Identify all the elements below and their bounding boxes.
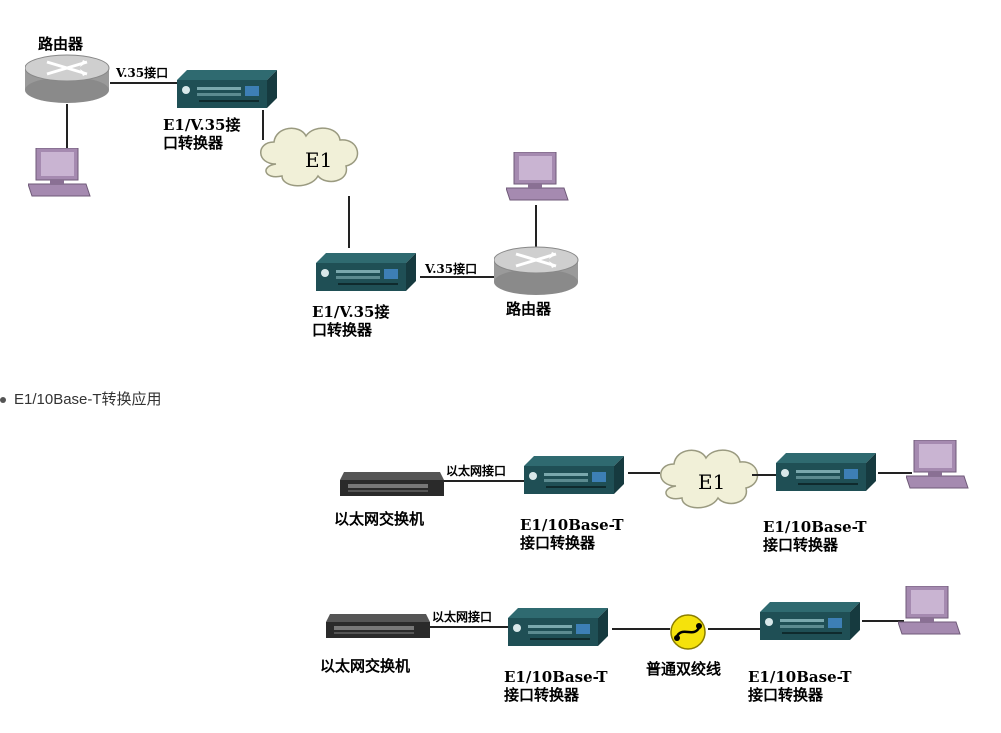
converter-a-label-1: E1/V.35接 — [163, 116, 241, 134]
converter-right-label-middle-2: 接口转换器 — [763, 536, 839, 554]
converter-b-label-1: E1/V.35接 — [312, 303, 390, 321]
converter-b-router-link — [420, 276, 498, 278]
section-caption: E1/10Base-T转换应用 — [0, 388, 162, 409]
converter-right-icon-middle — [776, 453, 876, 491]
switch-icon-bottom — [326, 614, 430, 638]
twisted-pair-connector-icon — [670, 614, 706, 650]
converter-pc-link-middle — [878, 472, 912, 474]
converter-twisted-pair-link-left — [612, 628, 670, 630]
computer-b-router-link — [535, 205, 537, 249]
converter-a-label-2: 口转换器 — [163, 134, 224, 152]
v35-interface-label-a: V.35接口 — [116, 66, 169, 80]
converter-right-label-bottom-1: E1/10Base-T — [748, 668, 852, 686]
converter-left-label-bottom-2: 接口转换器 — [504, 686, 580, 704]
converter-left-icon-middle — [524, 456, 624, 494]
bullet-icon — [0, 397, 6, 404]
converter-left-icon-bottom — [508, 608, 608, 646]
cloud-converter-link-middle — [752, 474, 778, 476]
e1-cloud-label-middle: E1 — [698, 470, 726, 494]
computer-icon-bottom — [898, 586, 961, 635]
router-a-label: 路由器 — [38, 35, 84, 53]
computer-a-icon — [28, 148, 91, 197]
converter-left-label-bottom-1: E1/10Base-T — [504, 668, 608, 686]
switch-converter-link-middle — [444, 480, 526, 482]
computer-icon-middle — [906, 440, 969, 489]
v35-interface-label-b: V.35接口 — [425, 262, 478, 276]
twisted-pair-converter-link-right — [708, 628, 762, 630]
converter-left-label-middle-1: E1/10Base-T — [520, 516, 624, 534]
eth-port-label-middle: 以太网接口 — [446, 464, 507, 478]
e1-cloud-label: E1 — [305, 148, 333, 172]
converter-right-icon-bottom — [760, 602, 860, 640]
router-a-converter-link — [110, 82, 180, 84]
converter-cloud-link-middle — [628, 472, 660, 474]
converter-a-cloud-link — [262, 110, 264, 140]
eth-port-label-bottom: 以太网接口 — [432, 610, 493, 624]
router-b-label: 路由器 — [506, 300, 552, 318]
converter-a-icon — [177, 70, 277, 108]
router-a-pc-link — [66, 104, 68, 148]
router-a-icon — [25, 54, 111, 105]
converter-right-label-middle-1: E1/10Base-T — [763, 518, 867, 536]
converter-b-label-2: 口转换器 — [312, 321, 373, 339]
converter-b-icon — [316, 253, 416, 291]
twisted-pair-label: 普通双绞线 — [646, 660, 722, 678]
computer-b-icon — [506, 152, 569, 201]
caption-text: E1/10Base-T转换应用 — [14, 391, 162, 408]
switch-label-middle: 以太网交换机 — [334, 510, 425, 528]
switch-converter-link-bottom — [430, 626, 510, 628]
converter-pc-link-bottom — [862, 620, 904, 622]
cloud-converter-b-link — [348, 196, 350, 248]
switch-icon-middle — [340, 472, 444, 496]
converter-left-label-middle-2: 接口转换器 — [520, 534, 596, 552]
converter-right-label-bottom-2: 接口转换器 — [748, 686, 824, 704]
switch-label-bottom: 以太网交换机 — [320, 657, 411, 675]
router-b-icon — [494, 246, 580, 297]
